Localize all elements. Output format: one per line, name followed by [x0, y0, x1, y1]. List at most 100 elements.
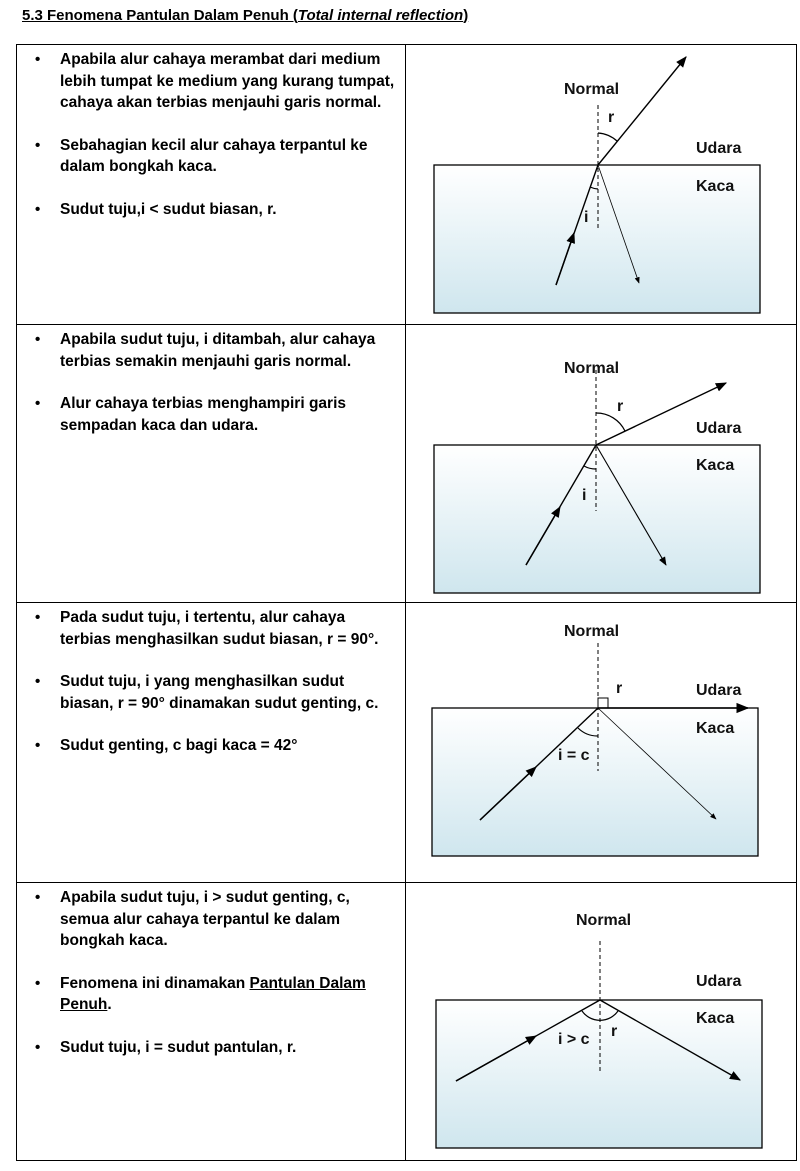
list-item: • Sudut tuju, i yang menghasilkan sudut b… — [27, 671, 399, 714]
glass-label: Kaca — [696, 720, 734, 737]
angle-r-label: r — [611, 1023, 617, 1040]
angle-i-label: i — [582, 487, 586, 504]
reflected-ray — [599, 999, 741, 1081]
angle-c-arc — [577, 727, 599, 737]
bullet-list: • Apabila sudut tuju, i > sudut genting, … — [17, 883, 405, 1058]
angle-arc — [581, 1010, 619, 1021]
point-text: Sudut tuju, i = sudut pantulan, r. — [60, 1038, 297, 1056]
figure-cell: Normal Udara Kaca i > c r — [405, 882, 797, 1161]
list-item: • Apabila sudut tuju, i ditambah, alur ca… — [27, 329, 399, 372]
bullet-list: • Apabila alur cahaya merambat dari mediu… — [17, 45, 405, 220]
point-text: Sudut tuju,i < sudut biasan, r. — [60, 200, 277, 218]
table-row: • Apabila sudut tuju, i > sudut genting, … — [16, 882, 797, 1161]
list-item: • Sudut genting, c bagi kaca = 42° — [27, 735, 399, 757]
reflected-ray — [595, 444, 667, 566]
angle-r-label: r — [616, 680, 622, 697]
bullet-list: • Pada sudut tuju, i tertentu, alur cahay… — [17, 603, 405, 757]
air-label: Udara — [696, 140, 741, 157]
bullet-icon: • — [35, 331, 41, 348]
text-cell: • Apabila sudut tuju, i ditambah, alur ca… — [16, 324, 406, 603]
text-cell: • Apabila alur cahaya merambat dari mediu… — [16, 44, 406, 325]
angle-r-label: r — [608, 109, 614, 126]
glass-label: Kaca — [696, 1010, 734, 1027]
list-item: • Apabila sudut tuju, i > sudut genting, … — [27, 887, 399, 952]
angle-r-label: r — [617, 398, 623, 415]
point-text: Sebahagian kecil alur cahaya terpantul k… — [60, 136, 368, 176]
angle-i-label: i > c — [558, 1031, 590, 1048]
normal-label: Normal — [576, 912, 631, 929]
point-text: Pada sudut tuju, i tertentu, alur cahaya… — [60, 609, 379, 648]
refraction-diagram-2: Normal r Udara Kaca i — [433, 360, 761, 594]
list-item: • Fenomena ini dinamakan Pantulan Dalam P… — [27, 973, 399, 1016]
refraction-diagram-3: Normal r Udara Kaca i = c — [431, 623, 759, 857]
bullet-icon: • — [35, 889, 41, 906]
point-text: Sudut tuju, i yang menghasilkan sudut bi… — [60, 673, 379, 712]
bullet-icon: • — [35, 395, 41, 412]
table-row: • Pada sudut tuju, i tertentu, alur cahay… — [16, 602, 797, 883]
bullet-icon: • — [35, 974, 41, 992]
table-row: • Apabila sudut tuju, i ditambah, alur ca… — [16, 324, 797, 603]
reflection-diagram-4: Normal Udara Kaca i > c r — [435, 912, 763, 1149]
bullet-icon: • — [35, 609, 41, 626]
refracted-ray — [597, 56, 687, 166]
figure-cell: Normal r Udara Kaca i — [405, 44, 797, 325]
bullet-icon: • — [35, 673, 41, 690]
reflected-ray — [597, 164, 640, 284]
angle-r-arc — [595, 412, 626, 432]
glass-block — [431, 707, 759, 857]
bullet-icon: • — [35, 737, 41, 754]
point-text: Alur cahaya terbias menghampiri garis se… — [60, 395, 346, 434]
list-item: • Alur cahaya terbias menghampiri garis s… — [27, 393, 399, 436]
angle-i-arc — [589, 186, 599, 190]
incident-ray-arrow — [555, 231, 575, 286]
angle-i-label: i = c — [558, 747, 590, 764]
normal-label: Normal — [564, 360, 619, 377]
figure-cell: Normal r Udara Kaca i = c — [405, 602, 797, 883]
normal-label: Normal — [564, 81, 619, 98]
point-text-end: . — [107, 996, 112, 1013]
text-cell: • Apabila sudut tuju, i > sudut genting, … — [16, 882, 406, 1161]
incident-ray-arrow — [525, 506, 561, 566]
refracted-ray — [595, 382, 728, 446]
point-text: Apabila alur cahaya merambat dari medium… — [60, 51, 395, 111]
bullet-icon: • — [35, 200, 41, 218]
point-text: Sudut genting, c bagi kaca = 42° — [60, 737, 298, 754]
air-label: Udara — [696, 973, 741, 990]
section-title-close: ) — [463, 7, 469, 24]
section-title-main: 5.3 Fenomena Pantulan Dalam Penuh ( — [22, 7, 298, 24]
air-label: Udara — [696, 420, 741, 437]
term-underlined: Pantulan Dalam Penuh — [60, 974, 366, 1014]
bullet-icon: • — [35, 1038, 41, 1056]
right-angle-marker — [597, 697, 609, 709]
angle-r-arc — [597, 132, 618, 142]
incident-ray-arrow — [455, 1035, 537, 1082]
section-title: 5.3 Fenomena Pantulan Dalam Penuh (Total… — [22, 7, 468, 24]
point-text: Apabila sudut tuju, i ditambah, alur cah… — [60, 331, 376, 370]
point-text: Apabila sudut tuju, i > sudut genting, c… — [60, 889, 350, 949]
refraction-diagram-1: Normal r Udara Kaca i — [433, 56, 761, 314]
list-item: • Pada sudut tuju, i tertentu, alur cahay… — [27, 607, 399, 650]
section-title-english: Total internal reflection — [297, 7, 464, 24]
normal-label: Normal — [564, 623, 619, 640]
list-item: • Sudut tuju, i = sudut pantulan, r. — [27, 1037, 399, 1059]
text-cell: • Pada sudut tuju, i tertentu, alur cahay… — [16, 602, 406, 883]
angle-i-label: i — [584, 209, 588, 226]
glass-label: Kaca — [696, 178, 734, 195]
content-table: • Apabila alur cahaya merambat dari mediu… — [16, 44, 797, 1161]
point-text: Fenomena ini dinamakan — [60, 974, 250, 992]
incident-ray-arrow — [479, 766, 537, 821]
list-item: • Sudut tuju,i < sudut biasan, r. — [27, 199, 399, 221]
list-item: • Apabila alur cahaya merambat dari mediu… — [27, 49, 399, 114]
bullet-icon: • — [35, 136, 41, 154]
list-item: • Sebahagian kecil alur cahaya terpantul … — [27, 135, 399, 178]
bullet-icon: • — [35, 51, 41, 68]
table-row: • Apabila alur cahaya merambat dari mediu… — [16, 44, 797, 325]
glass-block — [433, 164, 761, 314]
reflected-ray — [597, 707, 717, 820]
figure-cell: Normal r Udara Kaca i — [405, 324, 797, 603]
glass-label: Kaca — [696, 457, 734, 474]
angle-i-arc — [583, 465, 597, 470]
glass-block — [433, 444, 761, 594]
bullet-list: • Apabila sudut tuju, i ditambah, alur ca… — [17, 325, 405, 436]
air-label: Udara — [696, 682, 741, 699]
